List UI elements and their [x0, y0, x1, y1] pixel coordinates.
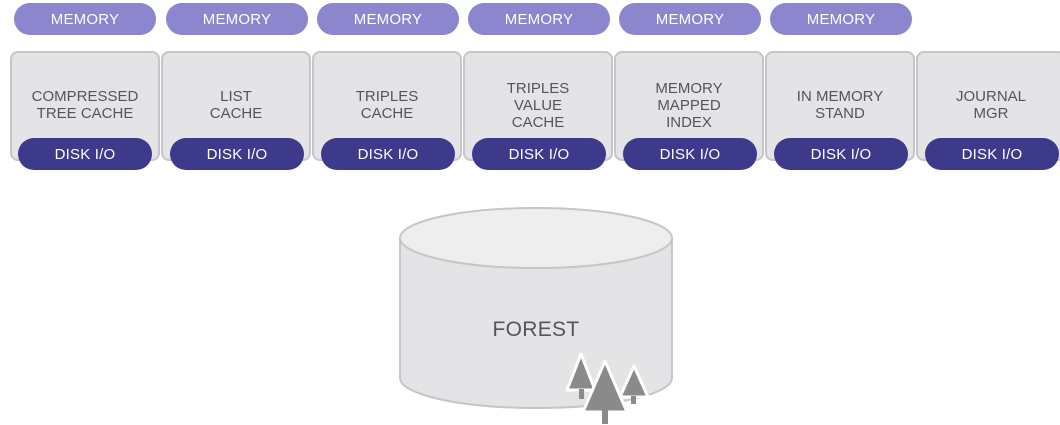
component-label: COMPRESSED TREE CACHE — [31, 88, 139, 122]
disk-io-pill: DISK I/O — [321, 138, 455, 170]
memory-pill: MEMORY — [14, 3, 156, 35]
disk-io-pill: DISK I/O — [18, 138, 152, 170]
component-label: LIST CACHE — [209, 88, 263, 122]
disk-io-pill: DISK I/O — [170, 138, 304, 170]
component-label: IN MEMORY STAND — [796, 88, 884, 122]
component-label: MEMORY MAPPED INDEX — [655, 79, 723, 131]
memory-pill: MEMORY — [468, 3, 610, 35]
disk-io-pill: DISK I/O — [472, 138, 606, 170]
forest-cylinder — [399, 207, 673, 409]
component-label: TRIPLES CACHE — [355, 88, 419, 122]
component-label: JOURNAL MGR — [955, 88, 1026, 122]
memory-pill: MEMORY — [166, 3, 308, 35]
memory-pill: MEMORY — [770, 3, 912, 35]
disk-io-pill: DISK I/O — [623, 138, 757, 170]
component-label: TRIPLES VALUE CACHE — [506, 79, 570, 131]
disk-io-pill: DISK I/O — [774, 138, 908, 170]
memory-pill: MEMORY — [619, 3, 761, 35]
trees-icon — [565, 352, 650, 424]
memory-pill: MEMORY — [317, 3, 459, 35]
forest-label: FOREST — [492, 318, 580, 341]
disk-io-pill: DISK I/O — [925, 138, 1059, 170]
